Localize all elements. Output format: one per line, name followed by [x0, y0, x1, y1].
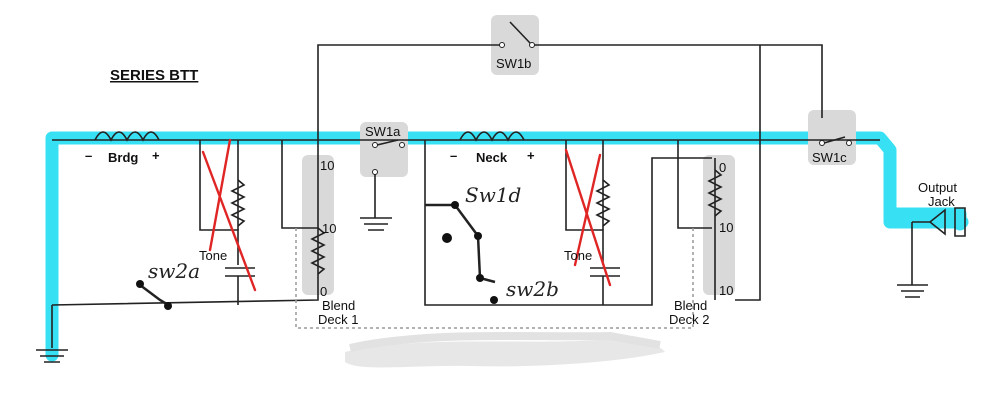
bridge-label: Brdg	[108, 150, 138, 165]
bridge-tone-pot	[230, 179, 246, 227]
sw2b-handwritten: sw2b	[506, 277, 559, 301]
deck2-label-line1: Blend	[674, 298, 707, 313]
sw1a-contacts	[372, 139, 405, 175]
sw1a-box	[360, 122, 408, 177]
neck-tone-cross	[564, 148, 612, 287]
deck2-pin-mid: 10	[719, 220, 733, 235]
sw1b-box	[491, 15, 539, 75]
blend-deck2-pot	[707, 169, 723, 217]
sw1c-label: SW1c	[812, 150, 847, 165]
signal-path-highlight	[45, 131, 969, 362]
deck1-pin-mid: 10	[322, 221, 336, 236]
bridge-pickup-coil	[94, 131, 160, 142]
redaction-scribble	[345, 331, 665, 368]
bridge-minus: –	[85, 148, 92, 163]
neck-tone-pot	[595, 179, 611, 227]
bridge-plus: +	[152, 148, 160, 163]
bridge-tone-label: Tone	[199, 248, 227, 263]
deck1-pin-top: 10	[320, 158, 334, 173]
wiring	[36, 44, 966, 363]
output-label-line1: Output	[918, 180, 957, 195]
output-label-line2: Jack	[928, 194, 955, 209]
sw1c-contacts	[819, 136, 852, 146]
sw2a-handdrawn	[136, 280, 172, 310]
deck2-pin-top: 0	[719, 160, 726, 175]
deck2-label-line2: Deck 2	[669, 312, 709, 327]
sw1a-label: SW1a	[365, 124, 401, 139]
sw1c-box	[808, 110, 856, 165]
blend-deck2-box	[703, 155, 735, 295]
deck1-pin-bottom: 0	[320, 284, 327, 299]
sw1d-handdrawn	[425, 201, 498, 304]
sw2a-handwritten: sw2a	[148, 259, 200, 283]
diagram-title: SERIES BTT	[110, 67, 198, 84]
neck-pickup-coil	[459, 131, 525, 142]
neck-tone-label: Tone	[564, 248, 592, 263]
sw1b-label: SW1b	[496, 56, 531, 71]
neck-plus: +	[527, 148, 535, 163]
sw1d-handwritten: Sw1d	[465, 183, 521, 207]
blend-deck1-pot	[310, 227, 326, 275]
deck1-label-line1: Blend	[322, 298, 355, 313]
bridge-tone-cross	[201, 138, 257, 292]
neck-minus: –	[450, 148, 457, 163]
deck1-label-line2: Deck 1	[318, 312, 358, 327]
neck-label: Neck	[476, 150, 508, 165]
deck-link-dotted	[295, 228, 694, 329]
deck2-pin-bottom: 10	[719, 283, 733, 298]
sw1b-contacts	[499, 21, 535, 48]
